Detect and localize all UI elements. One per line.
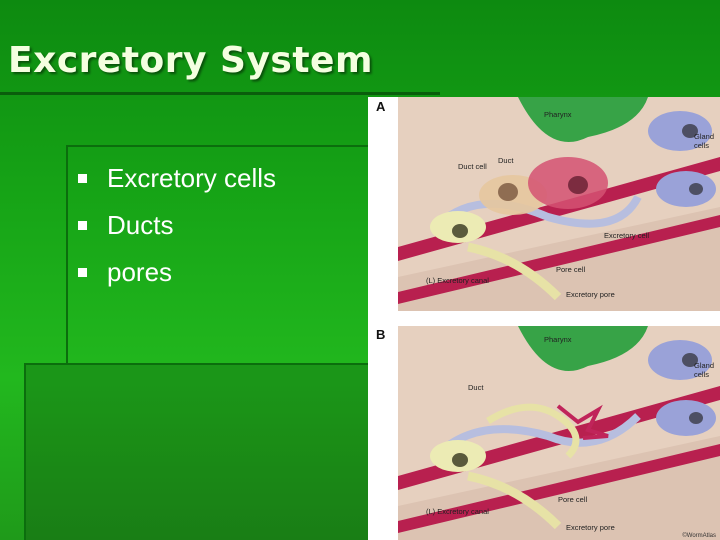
divider-line-top — [68, 145, 368, 147]
title-underline — [0, 92, 440, 95]
bullet-list: Excretory cells Ducts pores — [70, 155, 276, 296]
divider-line-lower-left — [24, 363, 26, 540]
divider-line-left — [66, 145, 68, 365]
label-pharynx: Pharynx — [544, 335, 572, 344]
panel-b-letter: B — [376, 327, 386, 342]
label-pore-cell: Pore cell — [558, 495, 588, 504]
divider-line-middle — [24, 363, 368, 365]
label-excretory-canal: (L) Excretory canal — [426, 507, 489, 516]
bullet-item: Ducts — [70, 202, 276, 249]
label-duct-cell: Duct cell — [458, 162, 487, 171]
label-pore-cell: Pore cell — [556, 265, 586, 274]
square-bullet-icon — [78, 268, 87, 277]
label-excretory-canal: (L) Excretory canal — [426, 276, 489, 285]
bullet-text: Ducts — [107, 210, 174, 240]
bullet-text: Excretory cells — [107, 163, 277, 193]
square-bullet-icon — [78, 221, 87, 230]
label-duct: Duct — [468, 383, 484, 392]
label-excretory-pore: Excretory pore — [566, 290, 615, 299]
label-excretory-pore: Excretory pore — [566, 523, 615, 532]
bullet-item: pores — [70, 249, 276, 296]
bullet-item: Excretory cells — [70, 155, 276, 202]
slide-title: Excretory System — [8, 40, 373, 81]
label-pharynx: Pharynx — [544, 110, 572, 119]
shadow-panel — [26, 365, 368, 540]
panel-a-letter: A — [376, 99, 386, 114]
bullet-text: pores — [107, 257, 173, 287]
square-bullet-icon — [78, 174, 87, 183]
label-duct: Duct — [498, 156, 514, 165]
figure-credit: ©WormAtlas — [682, 533, 716, 539]
label-excretory-cell: Excretory cell — [604, 231, 649, 240]
